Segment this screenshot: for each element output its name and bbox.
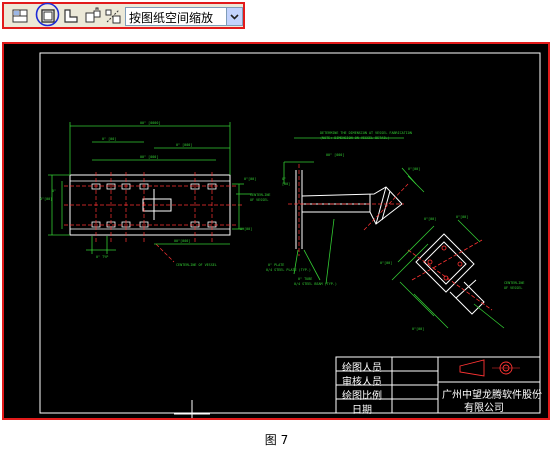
svg-text:0" [000]: 0" [000] — [176, 143, 192, 147]
svg-text:0"[00]: 0"[00] — [412, 327, 424, 331]
viewport-lock-icon[interactable] — [84, 7, 102, 25]
svg-text:0"[00]: 0"[00] — [380, 261, 392, 265]
svg-text:0"[00]: 0"[00] — [40, 197, 52, 201]
chevron-down-icon[interactable] — [226, 8, 242, 25]
sheet-border — [39, 52, 541, 414]
svg-text:CENTERLINE: CENTERLINE — [250, 193, 270, 197]
svg-text:0"[00]: 0"[00] — [240, 227, 252, 231]
svg-text:CENTERLINE: CENTERLINE — [504, 281, 524, 285]
svg-text:00" [000]: 00" [000] — [326, 153, 344, 157]
scale-annotation-icon[interactable] — [104, 7, 122, 25]
svg-text:00"[000]: 00"[000] — [174, 239, 190, 243]
paper-space-canvas[interactable]: 00" [0000] 0" [00]0" [000] 00" [000] 0"[… — [2, 42, 550, 420]
svg-text:0"[00]: 0"[00] — [244, 177, 256, 181]
scale-label: 绘图比例 — [342, 391, 382, 402]
company-name-line2: 有限公司 — [464, 403, 504, 414]
svg-text:00" [000]: 00" [000] — [140, 155, 158, 159]
company-name-line1: 广州中望龙腾软件股份 — [442, 390, 542, 401]
model-space-icon[interactable] — [62, 7, 80, 25]
base-plate-view: 00" [0000] 0" [00] 0" [000] 00" [000] 0"[… — [40, 121, 270, 267]
svg-text:0" [00]: 0" [00] — [102, 137, 116, 141]
svg-text:DETERMINE THE DIMENSION AT VES: DETERMINE THE DIMENSION AT VESSEL FABRIC… — [320, 131, 412, 135]
layout-toolbar: 按图纸空间缩放 — [2, 2, 245, 29]
svg-text:OF VESSEL: OF VESSEL — [504, 286, 522, 290]
reviewer-label: 审核人员 — [342, 377, 382, 388]
svg-text:CENTERLINE OF VESSEL: CENTERLINE OF VESSEL — [176, 263, 217, 267]
title-block — [335, 356, 541, 414]
svg-text:0"[00]: 0"[00] — [456, 215, 468, 219]
elevation-view: DETERMINE THE DIMENSION AT VESSEL FABRIC… — [266, 131, 425, 286]
svg-text:0" PLATE: 0" PLATE — [268, 263, 284, 267]
svg-text:0" TYP: 0" TYP — [96, 255, 108, 259]
svg-text:(NOTE: DIMENSION ON VESSEL DET: (NOTE: DIMENSION ON VESSEL DETAIL) — [320, 136, 389, 140]
svg-text:0"[00]: 0"[00] — [408, 167, 420, 171]
svg-text:[00]: [00] — [282, 182, 290, 186]
drafter-label: 绘图人员 — [342, 363, 382, 374]
layout-viewports-icon[interactable] — [11, 7, 29, 25]
svg-text:0"[00]: 0"[00] — [424, 217, 436, 221]
selection-ring — [35, 2, 60, 27]
engineering-drawing: 00" [0000] 0" [00]0" [000] 00" [000] 0"[… — [39, 52, 541, 414]
zoom-scale-value: 按图纸空间缩放 — [129, 11, 214, 25]
svg-text:OF VESSEL: OF VESSEL — [250, 198, 268, 202]
crosshair-cursor-icon — [174, 400, 210, 418]
svg-text:0" TUBE: 0" TUBE — [298, 277, 312, 281]
date-label: 日期 — [352, 405, 372, 416]
zoom-scale-select[interactable]: 按图纸空间缩放 — [125, 7, 243, 26]
svg-text:0": 0" — [282, 177, 286, 181]
svg-text:0/4 STEEL BEAM (TYP.): 0/4 STEEL BEAM (TYP.) — [294, 282, 337, 286]
figure-caption: 图 7 — [264, 433, 289, 447]
svg-text:0/4 STEEL PLATE (TYP.): 0/4 STEEL PLATE (TYP.) — [266, 268, 311, 272]
paper-space-icon[interactable] — [39, 7, 57, 25]
svg-text:0": 0" — [52, 189, 56, 193]
svg-text:00" [0000]: 00" [0000] — [140, 121, 160, 125]
